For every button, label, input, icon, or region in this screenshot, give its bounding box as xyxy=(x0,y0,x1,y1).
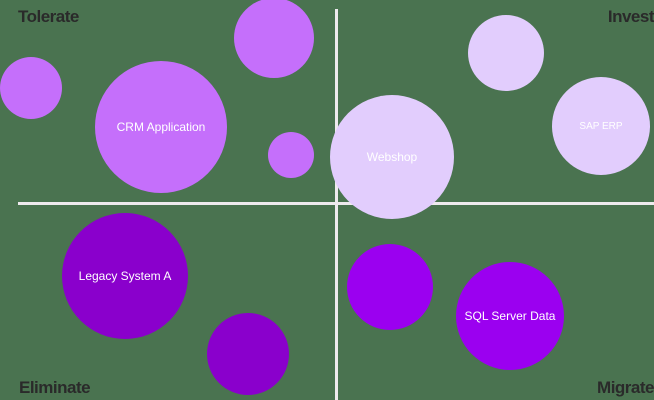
bubble-tolerate-3[interactable] xyxy=(268,132,314,178)
bubble-invest-sap-erp[interactable]: SAP ERP xyxy=(552,77,650,175)
bubble-tolerate-crm-application[interactable]: CRM Application xyxy=(95,61,227,193)
bubble-tolerate-2[interactable] xyxy=(234,0,314,78)
quadrant-label-eliminate: Eliminate xyxy=(19,378,91,397)
bubble-label: Legacy System A xyxy=(78,269,172,283)
bubble-tolerate-0[interactable] xyxy=(0,57,62,119)
bubble-eliminate-legacy-system-a[interactable]: Legacy System A xyxy=(62,213,188,339)
bubble-migrate-sql-server-data[interactable]: SQL Server Data xyxy=(456,262,564,370)
bubble-label: SAP ERP xyxy=(579,120,623,132)
quadrant-label-migrate: Migrate xyxy=(597,378,654,397)
bubble-label: SQL Server Data xyxy=(464,309,556,323)
vertical-axis-line xyxy=(335,9,338,400)
quadrant-label-invest: Invest xyxy=(607,7,654,26)
bubble-migrate-0[interactable] xyxy=(347,244,433,330)
bubble-invest-1[interactable] xyxy=(468,15,544,91)
bubble-label: Webshop xyxy=(366,150,418,164)
bubble-invest-webshop[interactable]: Webshop xyxy=(330,95,454,219)
bubble-label: CRM Application xyxy=(116,120,206,134)
bubble-eliminate-1[interactable] xyxy=(207,313,289,395)
quadrant-label-tolerate: Tolerate xyxy=(18,7,79,26)
